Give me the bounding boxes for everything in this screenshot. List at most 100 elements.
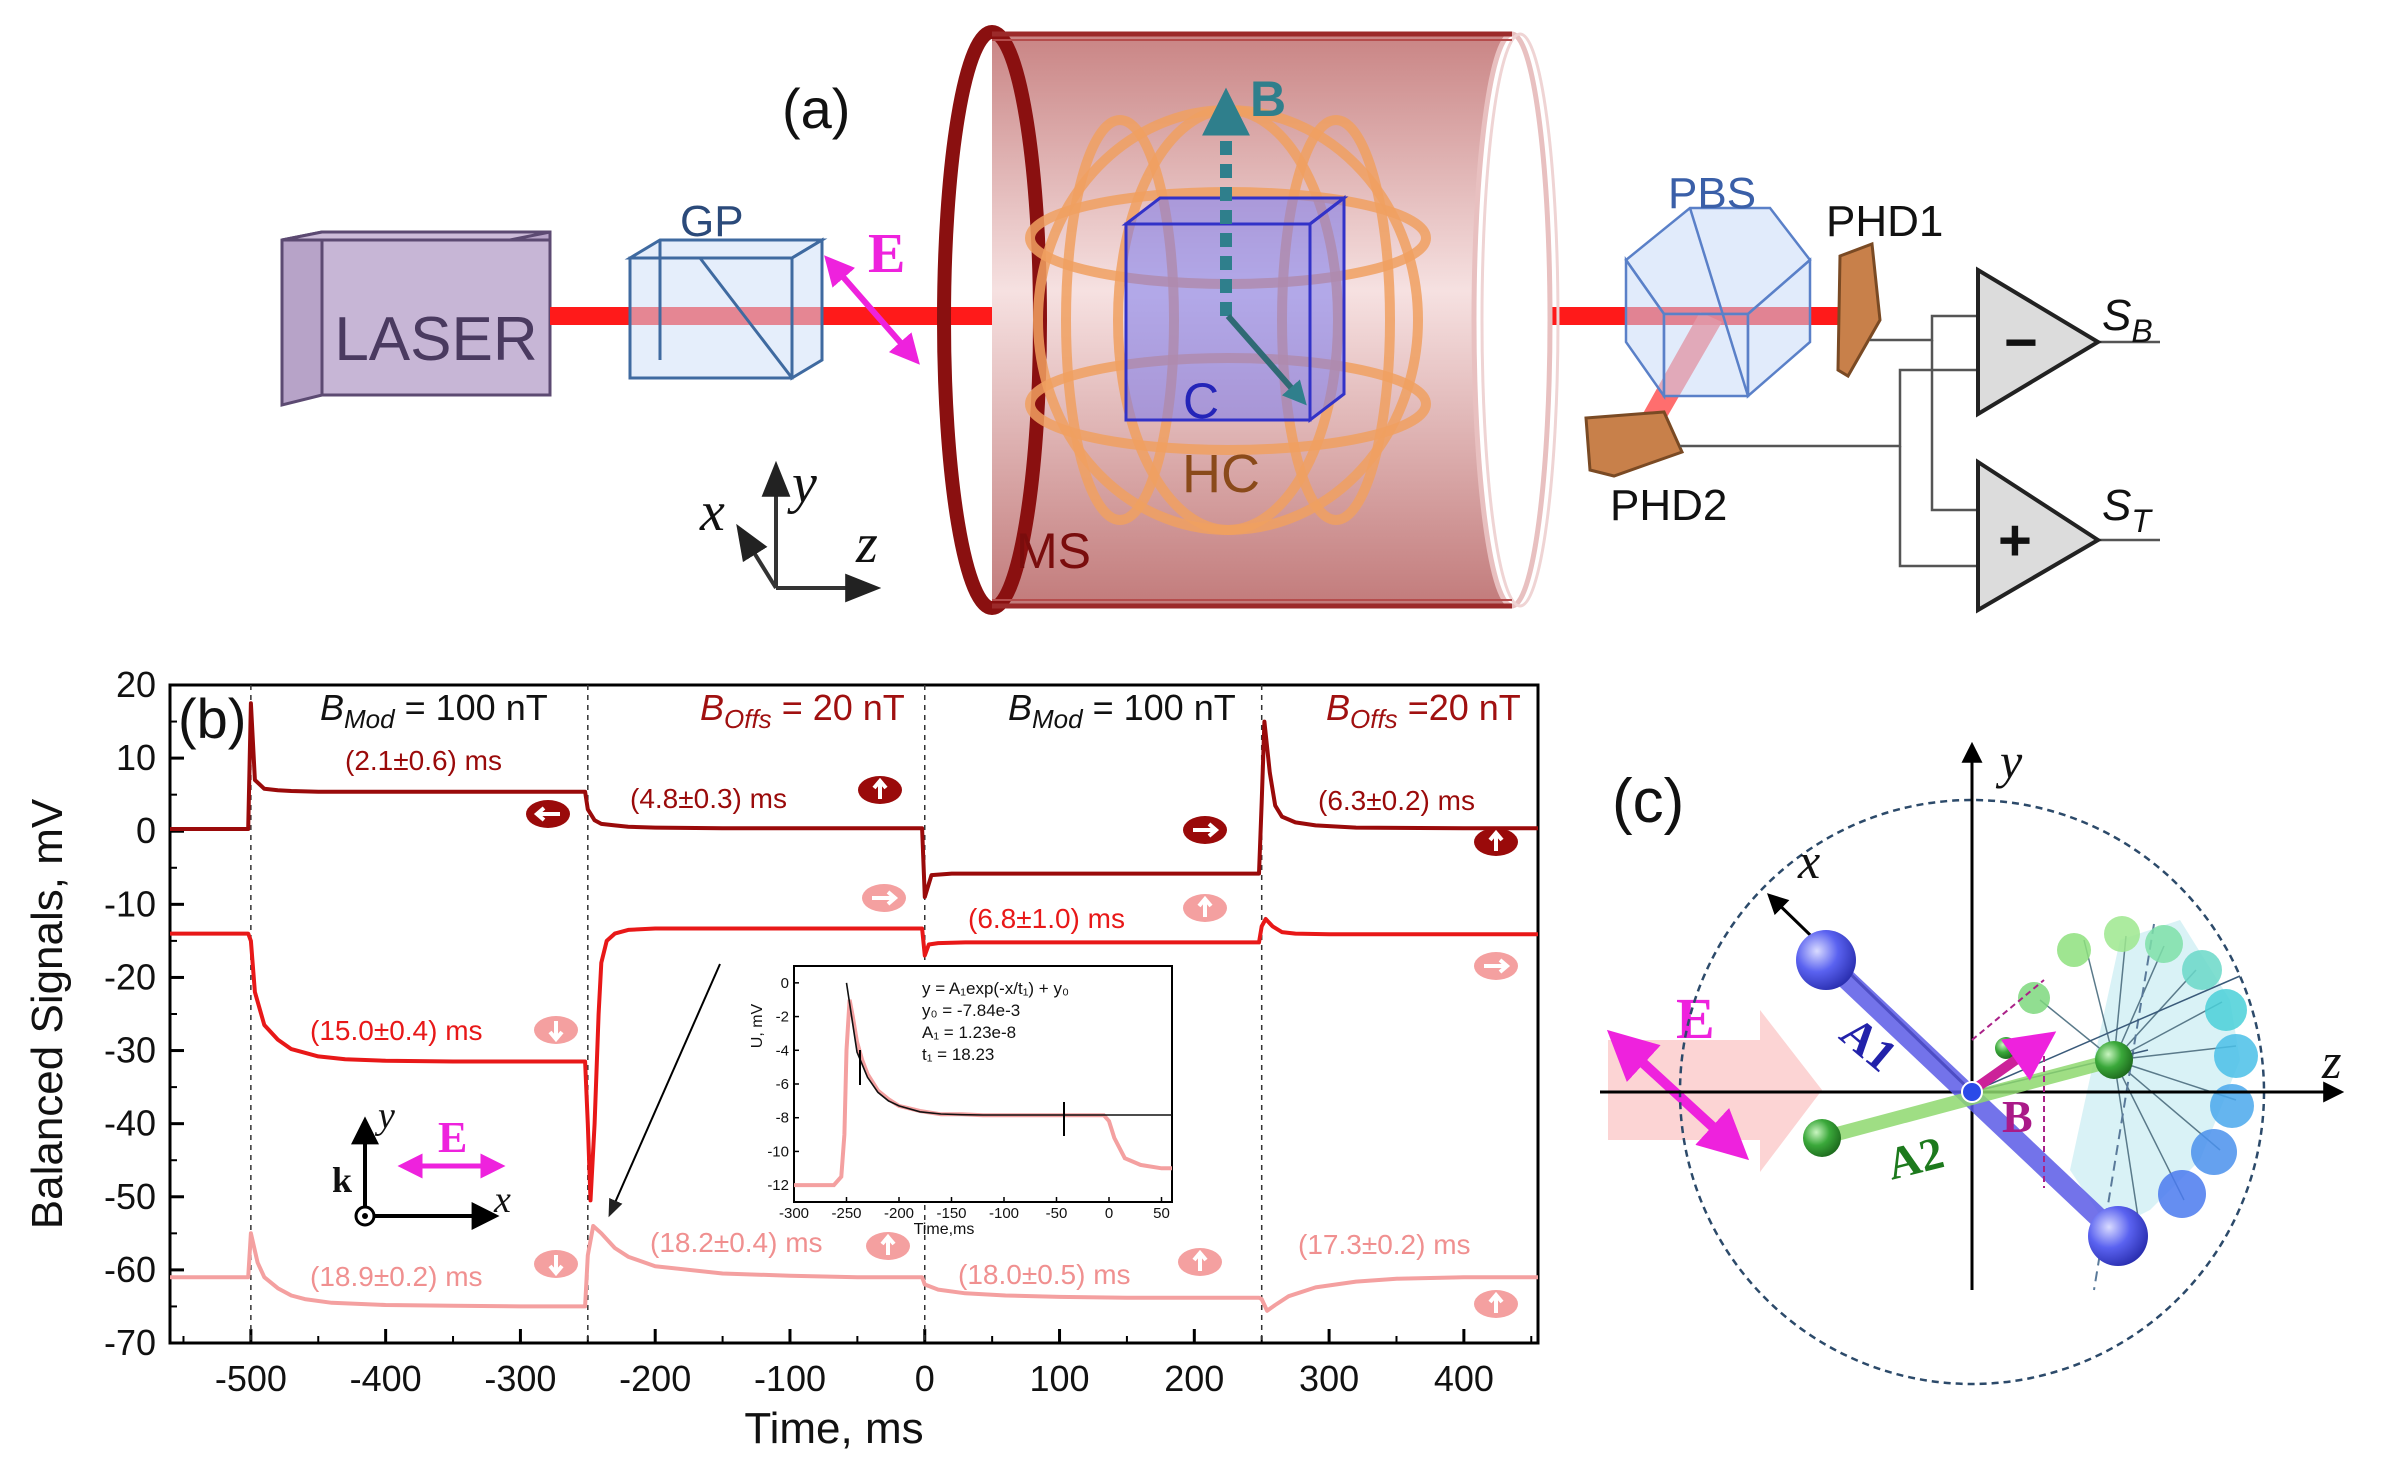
hc-label: HC [1182, 444, 1260, 504]
a2-sphere-right [2095, 1041, 2133, 1079]
y-axis-label: Balanced Signals, mV [23, 798, 72, 1229]
origin-point [1961, 1081, 1983, 1103]
fit-a1: A₁ = 1.23e-8 [922, 1023, 1016, 1042]
axis-x-c: x [1797, 833, 1820, 889]
x-tick-label: 300 [1299, 1358, 1359, 1399]
y-tick-label: -40 [104, 1103, 156, 1144]
x-tick-label: -500 [215, 1358, 287, 1399]
signal-traces [170, 701, 1538, 1313]
inset-y-tick-label: -10 [767, 1143, 789, 1160]
inset-y-tick-label: -8 [776, 1110, 789, 1127]
inset-x-tick-label: 50 [1153, 1205, 1170, 1222]
inset-axes-b: y x k E [332, 1095, 511, 1230]
inset-y-label: y [374, 1095, 395, 1137]
inset-y-tick-label: -6 [776, 1076, 789, 1093]
inset-pointer [608, 963, 721, 1218]
e-polarization-arrow [1606, 1029, 1750, 1161]
tau-mid-1: (15.0±0.4) ms [310, 1015, 483, 1046]
signal-line-2 [170, 917, 1538, 1203]
x-tick-label: 400 [1434, 1358, 1494, 1399]
inset-e-label: E [438, 1113, 467, 1162]
fit-t1: t₁ = 18.23 [922, 1045, 994, 1064]
minus-sign: − [2004, 310, 2038, 375]
right-arrow-icon [1474, 952, 1518, 980]
axis-z-a: z [855, 513, 878, 575]
y-tick-label: 0 [136, 810, 156, 851]
laser-label: LASER [334, 305, 537, 374]
x-axis-label: Time, ms [744, 1404, 923, 1453]
sb-label: SB [2102, 291, 2153, 349]
x-tick-label: -400 [350, 1358, 422, 1399]
tau-dark-2: (4.8±0.3) ms [630, 783, 787, 814]
axis-y-a: y [787, 453, 817, 515]
left-arrow-icon [526, 800, 570, 828]
inset-k-label: k [332, 1160, 352, 1200]
tau-mid-2: (6.8±1.0) ms [968, 903, 1125, 934]
inset-fit-line [845, 982, 1172, 1116]
up-arrow-icon [1183, 894, 1227, 922]
y-tick-label: 20 [116, 664, 156, 705]
panel-a: (a) LASER GP E [280, 25, 2160, 615]
inset-x-label: x [493, 1179, 511, 1221]
up-arrow-icon [858, 776, 902, 804]
panel-c-label: (c) [1612, 767, 1684, 836]
x-tick-label: -200 [619, 1358, 691, 1399]
b-field-label: B [1250, 71, 1286, 127]
inset-y-tick-label: 0 [781, 975, 789, 992]
inset-y-tick-label: -2 [776, 1009, 789, 1026]
right-arrow-icon [1183, 816, 1227, 844]
segment-header-offs-2: BOffs =20 nT [1326, 687, 1521, 734]
axes-triad-a [736, 460, 882, 603]
cell-label: C [1183, 373, 1219, 429]
e-field-label: E [868, 223, 905, 285]
detector-wiring [1680, 314, 2160, 568]
st-label: ST [2102, 481, 2153, 539]
e-field-arrow [824, 255, 920, 365]
difference-amplifier [1976, 266, 2102, 418]
b-field-label-c: B [2002, 1091, 2033, 1142]
plus-sign: + [1998, 508, 2032, 573]
tau-light-1: (18.9±0.2) ms [310, 1261, 483, 1292]
x-tick-label: 200 [1164, 1358, 1224, 1399]
axis-z-c: z [2321, 1033, 2341, 1089]
y-tick-label: -20 [104, 956, 156, 997]
b-vector-arrow [1973, 1031, 2057, 1093]
inset-x-tick-label: -250 [831, 1205, 861, 1222]
up-arrow-icon [866, 1232, 910, 1260]
y-tick-label: -30 [104, 1030, 156, 1071]
y-tick-label: -60 [104, 1249, 156, 1290]
tau-light-2: (18.2±0.4) ms [650, 1227, 823, 1258]
phd1-detector [1836, 241, 1882, 379]
fit-y0: y₀ = -7.84e-3 [922, 1001, 1020, 1020]
down-arrow-icon [534, 1016, 578, 1044]
panel-c: (c) E [1600, 733, 2345, 1386]
inset-x-axis-label: Time,ms [914, 1221, 975, 1238]
a1-sphere-upper [1796, 930, 1856, 990]
fit-equation: y = A₁exp(-x/t₁) + y₀ [922, 979, 1069, 998]
ms-label: MS [1016, 523, 1091, 579]
tau-dark-1: (2.1±0.6) ms [345, 745, 502, 776]
tau-dark-3: (6.3±0.2) ms [1318, 785, 1475, 816]
direction-badges [526, 776, 1518, 1318]
segment-header-mod-1: BMod = 100 nT [320, 687, 548, 734]
inset-frame [793, 965, 1173, 1203]
phd2-label: PHD2 [1610, 481, 1727, 530]
up-arrow-icon [1178, 1248, 1222, 1276]
inset-x-tick-label: 0 [1105, 1205, 1113, 1222]
inset-y-tick-label: -12 [767, 1177, 789, 1194]
signal-line-1 [170, 701, 1538, 899]
precession-spheres [2018, 916, 2258, 1218]
segment-header-offs-1: BOffs = 20 nT [700, 687, 905, 734]
phd2-detector [1584, 410, 1685, 478]
pbs-label: PBS [1668, 169, 1756, 218]
panel-a-label: (a) [782, 77, 850, 140]
y-tick-label: -50 [104, 1176, 156, 1217]
inset-y-axis-label: U, mV [749, 1003, 766, 1048]
down-arrow-icon [534, 1250, 578, 1278]
pbs-cube [1624, 206, 1812, 400]
k-arrow [1225, 314, 1307, 406]
